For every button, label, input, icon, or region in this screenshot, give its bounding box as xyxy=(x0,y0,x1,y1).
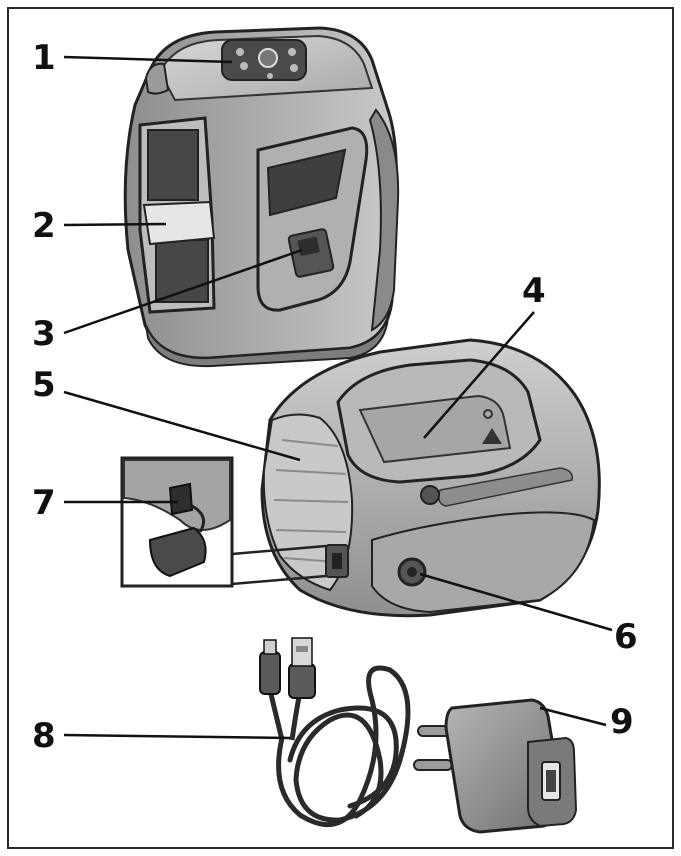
usb-cable-illustration xyxy=(259,637,411,828)
laser-level-illustration xyxy=(123,26,400,368)
usb-a-contact-icon xyxy=(296,646,308,652)
charge-socket-inner-icon xyxy=(407,567,417,577)
laser-level-base xyxy=(145,299,393,368)
leader-1 xyxy=(63,55,233,64)
leader-8 xyxy=(63,733,291,740)
battery-label-area xyxy=(358,394,512,464)
cable-coil-2 xyxy=(287,705,399,809)
keypad-led-1-icon xyxy=(236,48,244,56)
leader-2 xyxy=(63,222,167,227)
leader-4 xyxy=(423,311,535,439)
callout-2: 2 xyxy=(32,206,56,246)
leader-9 xyxy=(539,706,607,727)
warning-triangle-icon xyxy=(482,428,502,444)
battery-dot-icon xyxy=(483,409,493,419)
callout-6: 6 xyxy=(614,617,638,657)
charger-usb-port-inner-icon xyxy=(546,770,556,792)
rib-3 xyxy=(273,499,349,503)
leader-6 xyxy=(419,572,613,632)
callout-3: 3 xyxy=(32,314,56,354)
battery-screw-icon xyxy=(420,485,440,505)
inset-port xyxy=(168,482,194,516)
charger-prong-2 xyxy=(413,759,453,771)
micro-usb-tip xyxy=(263,639,277,655)
usb-a-plug xyxy=(288,663,316,699)
side-window-glass xyxy=(266,148,347,217)
right-grip xyxy=(368,108,400,332)
keypad-led-5-icon xyxy=(267,73,273,79)
laser-aperture-cross xyxy=(142,200,216,246)
leader-5 xyxy=(63,390,301,462)
battery-front-face xyxy=(371,511,596,614)
laser-window-glass-upper xyxy=(147,129,199,201)
rib-2 xyxy=(275,469,347,475)
keypad-led-4-icon xyxy=(290,64,298,72)
cable-coil xyxy=(276,665,411,828)
callout-1: 1 xyxy=(32,38,56,78)
lock-switch-knob xyxy=(297,236,320,256)
callout-7: 7 xyxy=(32,483,56,523)
usb-port-icon xyxy=(332,553,342,569)
inset-link-upper xyxy=(231,544,327,556)
inset-strap xyxy=(191,504,206,533)
keypad-led-2-icon xyxy=(240,62,248,70)
rib-1 xyxy=(281,439,339,447)
callout-4: 4 xyxy=(522,271,546,311)
inset-link-lower xyxy=(231,574,327,586)
leader-lines xyxy=(63,55,613,740)
inset-detail xyxy=(120,456,327,588)
top-clip xyxy=(144,62,170,95)
callout-5: 5 xyxy=(32,365,56,405)
inset-flap xyxy=(148,526,207,578)
leader-3 xyxy=(63,248,303,335)
keypad-led-3-icon xyxy=(288,48,296,56)
battery-pack-illustration xyxy=(260,338,601,618)
power-button-icon xyxy=(258,48,278,68)
wall-charger-illustration xyxy=(413,698,578,834)
callout-8: 8 xyxy=(32,716,56,756)
rib-4 xyxy=(275,529,347,533)
micro-usb-plug xyxy=(259,651,281,695)
callout-labels: 1 2 3 4 5 6 7 8 9 xyxy=(32,38,638,756)
callout-9: 9 xyxy=(610,702,634,742)
